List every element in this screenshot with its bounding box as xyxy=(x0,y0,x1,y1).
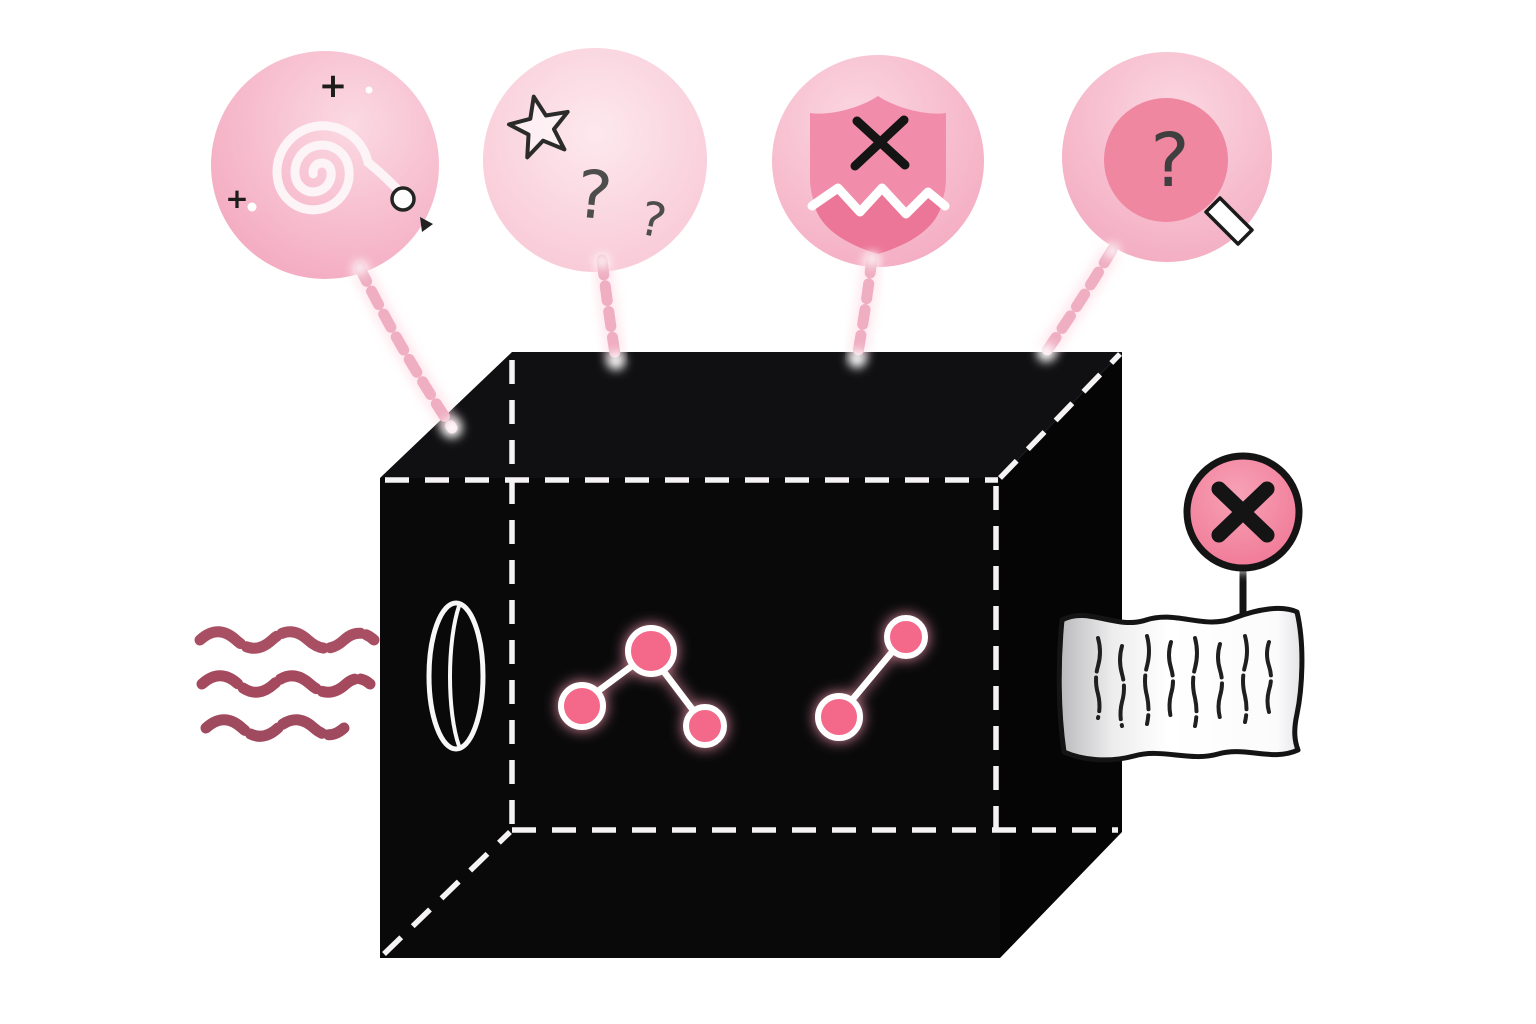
receipt-text-line xyxy=(1167,640,1175,720)
magnifier-handle xyxy=(1204,196,1254,246)
spiral-galaxy-icon xyxy=(272,121,411,215)
x-mark-icon xyxy=(850,115,910,171)
receipt-text-line xyxy=(1191,636,1199,728)
bubble-broken-shield xyxy=(772,55,984,267)
receipt-text-line xyxy=(1265,640,1273,714)
molecule-graphs xyxy=(558,615,928,748)
receipt-text-lines xyxy=(1094,634,1273,728)
chains xyxy=(351,244,1121,438)
error-x-icon xyxy=(1211,481,1275,543)
bubble-mystery: ? ? xyxy=(483,48,707,272)
error-badge xyxy=(1183,452,1303,614)
graph-nodes xyxy=(558,615,928,748)
graph-node xyxy=(683,704,727,748)
chain-magnifier xyxy=(1038,244,1121,358)
bubble-magnifier: ? xyxy=(1062,52,1272,262)
chain-glow-spots xyxy=(353,244,1119,438)
black-box xyxy=(380,352,1122,958)
magnifier-lens xyxy=(1104,98,1228,222)
magnifier-icon: ? xyxy=(1104,98,1254,246)
output-receipt xyxy=(1056,605,1305,763)
graph-node xyxy=(815,693,863,741)
sparkle-plus-icon: + xyxy=(225,182,248,215)
box-edge-right-slant xyxy=(998,352,1122,480)
receipt-text-line xyxy=(1241,634,1249,724)
star-icon xyxy=(506,94,570,160)
receipt-text-line xyxy=(1216,642,1224,720)
chain-shield xyxy=(847,252,882,364)
receipt-text-line xyxy=(1094,636,1102,720)
bubble-galaxy: + + xyxy=(211,51,439,279)
sparkle-triangle-icon xyxy=(420,217,433,232)
chain-mystery xyxy=(592,254,626,366)
question-mark-icon: ? xyxy=(1150,118,1189,204)
sparkle-plus-icon: + xyxy=(319,66,348,106)
concept-bubbles: + + ? ? xyxy=(211,48,1272,279)
receipt-text-line xyxy=(1143,634,1151,726)
sparkle-ring-icon xyxy=(390,186,416,212)
sparkle-dot-icon xyxy=(247,202,257,212)
question-mark-icon: ? xyxy=(573,155,616,235)
graph-node xyxy=(625,625,677,677)
box-dashed-edges xyxy=(382,352,1122,956)
squiggle-line xyxy=(200,714,350,742)
chain-galaxy xyxy=(351,262,460,434)
squiggle-line xyxy=(194,626,380,654)
box-edge-bottom-slant xyxy=(382,830,512,956)
broken-shield-x-icon xyxy=(807,96,950,254)
sparkle-dot-icon xyxy=(365,86,373,94)
input-squiggles xyxy=(194,626,380,742)
receipt-text-line xyxy=(1118,644,1126,728)
graph-node xyxy=(558,682,606,730)
squiggle-line xyxy=(196,670,376,698)
lens-icon xyxy=(426,600,486,752)
graph-node xyxy=(884,615,928,659)
box-top-face xyxy=(380,352,1122,478)
